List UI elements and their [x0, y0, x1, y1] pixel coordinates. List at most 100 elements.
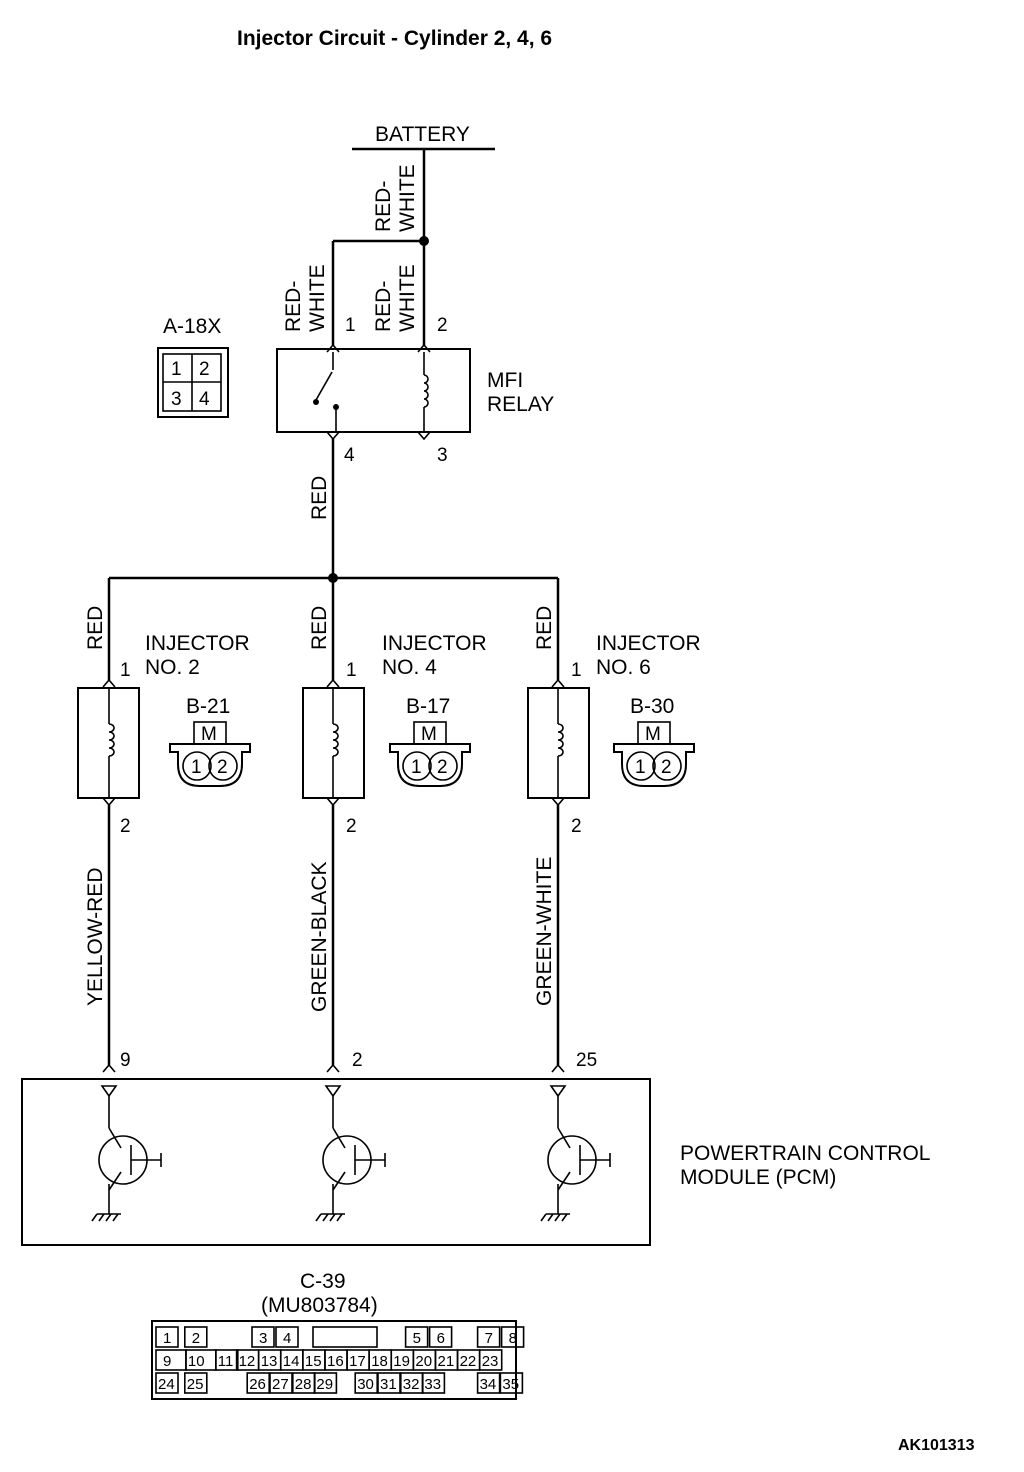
pcm-connector-pin: 4 [283, 1330, 291, 1347]
pcm-connector-cell [155, 1326, 179, 1348]
wire-label-relay-pin1-1: RED- [282, 281, 305, 332]
injector-connector-face: M 1 2 [169, 721, 251, 787]
pcm-connector-cell [499, 1372, 524, 1394]
connector-pin: 1 [635, 757, 646, 778]
connector-arrow [417, 343, 431, 353]
pcm-connector-cell [313, 1372, 338, 1394]
pcm-driver-transistor [540, 1085, 611, 1222]
connector-key: M [421, 724, 437, 745]
pcm-connector-pin: 27 [272, 1376, 289, 1393]
pcm-connector-pin: 33 [424, 1376, 441, 1393]
connector-arrow [551, 678, 565, 688]
pcm-connector-pin: 8 [509, 1330, 517, 1347]
injector-name-2: NO. 6 [596, 656, 651, 679]
pcm-connector-cell [275, 1326, 299, 1348]
relay-connector-pin: 4 [199, 389, 210, 410]
wire-label-battery-feed-1: RED- [372, 181, 395, 232]
pcm-connector-pin: 30 [357, 1376, 374, 1393]
pcm-driver-transistor [315, 1085, 386, 1222]
wire-label-inj2-out: YELLOW-RED [84, 868, 107, 1006]
connector-arrow [102, 1063, 116, 1073]
wire-label-relay-out: RED [308, 476, 331, 520]
pcm-connector-pin: 20 [415, 1353, 432, 1370]
injector-name-1: INJECTOR [596, 632, 701, 655]
injector-connector-label: B-21 [186, 695, 230, 718]
pcm-connector-cell [215, 1349, 239, 1371]
wire-label-inj2-feed: RED [84, 606, 107, 650]
pcm-connector-cell [184, 1372, 208, 1394]
pcm-connector-label: C-39 [300, 1270, 346, 1293]
relay-connector-label: A-18X [163, 315, 221, 338]
pcm-connector-pin: 16 [327, 1353, 344, 1370]
injector-connector-label: B-30 [630, 695, 674, 718]
pcm-connector-pin: 28 [295, 1376, 312, 1393]
pcm-connector-cell [155, 1372, 179, 1394]
connector-shell [169, 743, 251, 787]
pcm-connector-pin: 35 [502, 1376, 519, 1393]
connector-arrow [102, 797, 116, 807]
injector-no4: 1 2 INJECTOR NO. 4 B-17 [302, 632, 487, 837]
pcm-pin: 2 [352, 1050, 363, 1071]
pcm-connector-cell [421, 1372, 446, 1394]
connector-arrow [326, 343, 340, 353]
pcm-connector-pin: 2 [192, 1330, 200, 1347]
connector-arrow [326, 678, 340, 688]
figure-id: AK101313 [898, 1437, 975, 1454]
pcm-connector-pin: 9 [163, 1353, 171, 1370]
pcm-connector-pin: 24 [158, 1376, 175, 1393]
injector-connector-face: M 1 2 [613, 721, 695, 787]
relay-connector-pin: 1 [171, 359, 182, 380]
pcm-name-2: MODULE (PCM) [680, 1166, 836, 1189]
wire-label-battery-feed-2: WHITE [396, 164, 419, 232]
connector-arrow [417, 431, 431, 441]
connector-pin: 2 [437, 757, 448, 778]
pcm-connector-pin: 5 [413, 1330, 421, 1347]
pcm-connector-pin: 32 [403, 1376, 420, 1393]
pcm-connector-cell [500, 1326, 525, 1348]
pcm-connector-pin: 14 [283, 1353, 300, 1370]
wire-label-relay-pin2-2: WHITE [396, 264, 419, 332]
pcm-box [21, 1078, 651, 1246]
connector-arrow [326, 1063, 340, 1073]
pcm-pin: 25 [576, 1050, 597, 1071]
connector-arrow [551, 1063, 565, 1073]
relay-pin-4: 4 [344, 445, 355, 466]
injector-name-2: NO. 2 [145, 656, 200, 679]
relay-name-1: MFI [487, 369, 523, 392]
pcm-connector-pin: 23 [482, 1353, 499, 1370]
pcm-connector-pin: 11 [218, 1353, 234, 1370]
diagram-title: Injector Circuit - Cylinder 2, 4, 6 [237, 27, 552, 50]
injector-pin-out: 2 [571, 816, 582, 837]
pcm-connector-face [151, 1320, 517, 1400]
pcm-connector-pin: 22 [460, 1353, 477, 1370]
connector-key: M [645, 724, 661, 745]
injector-name-1: INJECTOR [382, 632, 487, 655]
connector-pin-circle [652, 751, 682, 781]
injector-pin-in: 1 [571, 660, 582, 681]
relay-pin-2: 2 [437, 315, 448, 336]
wire-label-inj4-feed: RED [308, 606, 331, 650]
relay-connector-pin: 3 [171, 389, 182, 410]
relay-pin-1: 1 [345, 315, 356, 336]
injector-pin-out: 2 [346, 816, 357, 837]
splice-dot [419, 236, 429, 246]
pcm-connector-pin: 21 [438, 1353, 455, 1370]
relay-connector-pin: 2 [199, 359, 210, 380]
switch-blade [315, 371, 333, 401]
pcm-connector-cell [404, 1326, 429, 1348]
pcm-driver-transistor [91, 1085, 162, 1222]
connector-arrow [326, 431, 340, 441]
pcm-connector-pin: 6 [437, 1330, 445, 1347]
pcm-connector-pin: 7 [485, 1330, 493, 1347]
connector-key: M [201, 724, 217, 745]
connector-arrow [102, 678, 116, 688]
injector-coil [332, 723, 339, 757]
pcm-connector-pin: 13 [261, 1353, 278, 1370]
pcm-connector-part: (MU803784) [261, 1294, 378, 1317]
connector-pin: 1 [411, 757, 422, 778]
connector-pin-circle [402, 751, 432, 781]
pcm-connector-key-slot [312, 1326, 378, 1348]
pcm-pin: 9 [120, 1050, 131, 1071]
injector-no6: 1 2 INJECTOR NO. 6 B-30 [527, 632, 701, 837]
